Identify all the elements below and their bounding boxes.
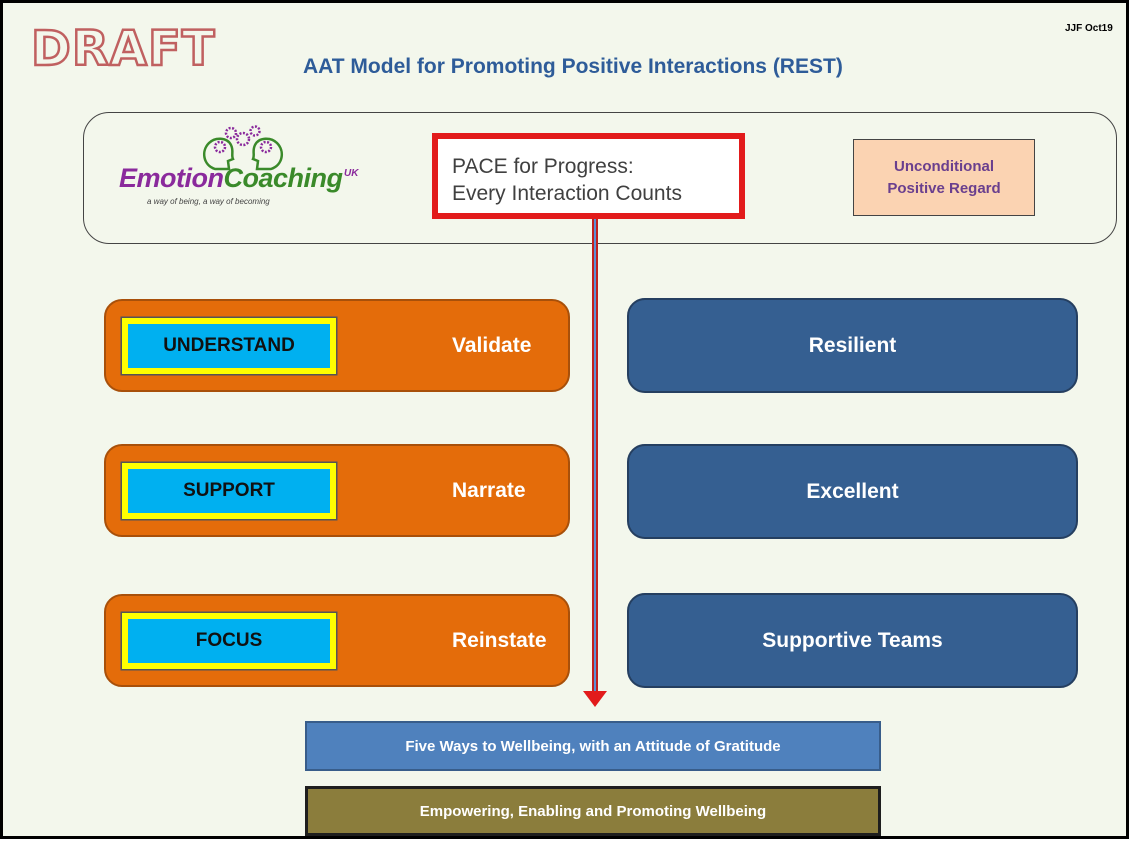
focus-row: FOCUS Reinstate [104,594,570,687]
pace-line-1: PACE for Progress: [452,155,634,178]
author-date-stamp: JJF Oct19 [1065,23,1113,34]
pace-line-2: Every Interaction Counts [452,182,682,205]
understand-box: UNDERSTAND [122,318,336,374]
draft-watermark: DRAFT [30,21,216,77]
five-ways-banner: Five Ways to Wellbeing, with an Attitude… [305,721,881,771]
logo-uk-suffix: UK [344,168,359,179]
support-box: SUPPORT [122,463,336,519]
narrate-label: Narrate [452,478,526,502]
validate-label: Validate [452,333,532,357]
logo-wordmark: EmotionCoaching [119,165,343,192]
logo-word-coaching: Coaching [223,163,344,193]
arrow-down-icon [583,691,607,707]
flow-arrow-shaft [592,219,598,693]
emotion-coaching-logo: EmotionCoaching UK a way of being, a way… [119,125,359,215]
regard-line-2: Positive Regard [887,179,1001,197]
unconditional-positive-regard-box: Unconditional Positive Regard [853,139,1035,216]
excellent-box: Excellent [627,444,1078,539]
support-row: SUPPORT Narrate [104,444,570,537]
resilient-box: Resilient [627,298,1078,393]
heads-gears-icon [202,125,284,171]
reinstate-label: Reinstate [452,628,547,652]
pace-box: PACE for Progress: Every Interaction Cou… [432,133,745,219]
supportive-teams-box: Supportive Teams [627,593,1078,688]
top-panel [83,112,1117,244]
regard-line-1: Unconditional [894,157,994,175]
logo-tagline: a way of being, a way of becoming [147,197,270,206]
empowering-banner: Empowering, Enabling and Promoting Wellb… [305,786,881,836]
understand-row: UNDERSTAND Validate [104,299,570,392]
focus-box: FOCUS [122,613,336,669]
logo-word-emotion: Emotion [119,163,224,193]
page-title: AAT Model for Promoting Positive Interac… [303,55,843,78]
